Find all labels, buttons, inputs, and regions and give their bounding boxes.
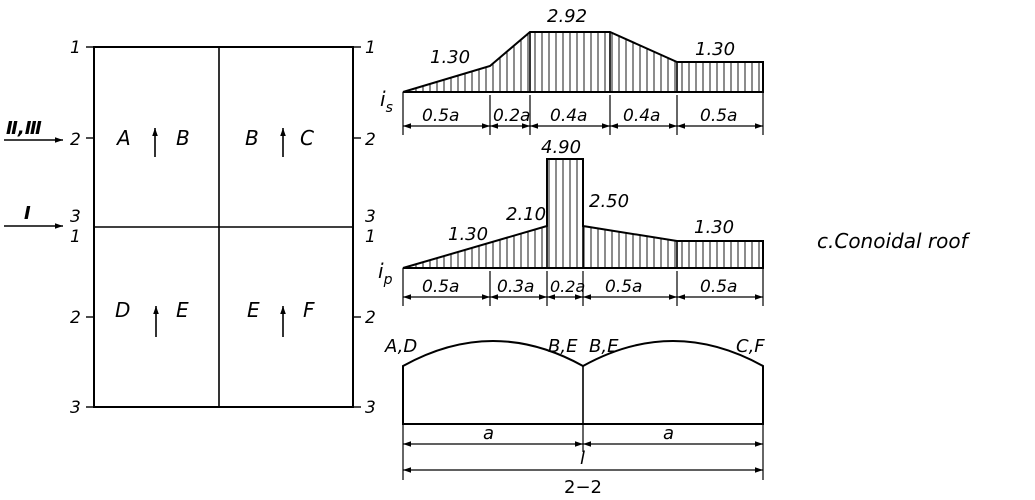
plan-cell-bc: B C: [245, 126, 314, 157]
section-label: A,D: [384, 336, 417, 357]
wind-arrows: Ⅱ,Ⅲ I: [4, 118, 63, 229]
dimension-text: a: [663, 423, 674, 444]
wind-label-upper: Ⅱ,Ⅲ: [6, 118, 42, 139]
section-label: B,E: [548, 336, 578, 357]
cell-label-left: B: [245, 126, 259, 150]
hatching: [415, 32, 760, 92]
left-section-marks: 1 2 3 1 2 3: [70, 38, 94, 418]
figure-caption: c.Conoidal roof: [817, 229, 971, 253]
cell-label-left: A: [115, 126, 131, 150]
cell-label-right: B: [176, 126, 190, 150]
dimension-text: 0.5a: [605, 277, 642, 297]
left-mark-2: 2: [70, 130, 81, 150]
plan-cell-de: D E: [115, 298, 189, 337]
left-mark-5: 2: [70, 308, 81, 328]
value-label: 2.92: [547, 6, 587, 27]
dimension-text: 0.5a: [422, 106, 459, 126]
dimension-text: 0.2a: [493, 106, 530, 126]
section-label: B,E: [589, 336, 619, 357]
span-text: l: [580, 448, 585, 469]
value-label: 2.10: [506, 204, 546, 225]
dimension-line: a a l 2−2: [402, 423, 764, 498]
cell-label-left: D: [115, 298, 130, 322]
axis-label: is: [380, 87, 393, 116]
left-mark-1: 1: [70, 38, 81, 58]
cell-label-right: C: [300, 126, 314, 150]
dimension-text: 0.5a: [422, 277, 459, 297]
dimension-line: 0.5a 0.2a 0.4a 0.4a 0.5a: [402, 92, 764, 135]
plan-cell-ef: E F: [247, 298, 315, 337]
dimension-text: 0.5a: [700, 277, 737, 297]
cell-label-left: E: [247, 298, 260, 322]
dimension-line: 0.5a 0.3a 0.2a 0.5a 0.5a: [402, 268, 764, 306]
hatching: [415, 159, 760, 268]
right-mark-3: 3: [365, 207, 376, 227]
dimension-text: 0.2a: [550, 277, 585, 296]
value-label: 4.90: [541, 137, 581, 158]
right-mark-2: 2: [365, 130, 376, 150]
cell-label-right: E: [176, 298, 189, 322]
section-label: C,F: [736, 336, 765, 357]
plan-cell-ab: A B: [115, 126, 190, 157]
roof-section-2-2: A,D B,E B,E C,F a a l 2−2: [384, 336, 765, 498]
value-label: 2.50: [589, 191, 629, 212]
dimension-text: 0.3a: [497, 277, 534, 297]
right-mark-1: 1: [365, 38, 376, 58]
dimension-text: 0.4a: [550, 106, 587, 126]
value-label: 1.30: [694, 217, 734, 238]
pressure-coefficient-diagram: ip 1.30 2.10 4.90 2.50 1.30 0.5a 0.3a 0.…: [378, 137, 764, 306]
right-mark-6: 3: [365, 398, 376, 418]
suction-coefficient-diagram: is 1.30 2.92 1.30 0.5a 0.2a 0.4a 0.4a 0.…: [380, 6, 764, 135]
axis-label: ip: [378, 259, 393, 288]
value-label: 1.30: [448, 224, 488, 245]
right-section-marks: 1 2 3 1 2 3: [353, 38, 376, 418]
value-label: 1.30: [695, 39, 735, 60]
roof-plan: 1 2 3 1 2 3 1 2 3 1 2 3 Ⅱ,Ⅲ I: [4, 38, 376, 418]
dimension-text: 0.4a: [623, 106, 660, 126]
wind-label-lower: I: [24, 203, 31, 224]
value-label: 1.30: [430, 47, 470, 68]
dimension-text: 0.5a: [700, 106, 737, 126]
right-mark-4: 1: [365, 227, 376, 247]
section-name: 2−2: [564, 477, 602, 498]
cell-label-right: F: [303, 298, 315, 322]
right-mark-5: 2: [365, 308, 376, 328]
dimension-text: a: [483, 423, 494, 444]
left-mark-3: 3: [70, 207, 81, 227]
left-mark-4: 1: [70, 227, 81, 247]
coefficient-outline: [402, 31, 764, 93]
left-mark-6: 3: [70, 398, 81, 418]
section-profile: [402, 340, 764, 425]
